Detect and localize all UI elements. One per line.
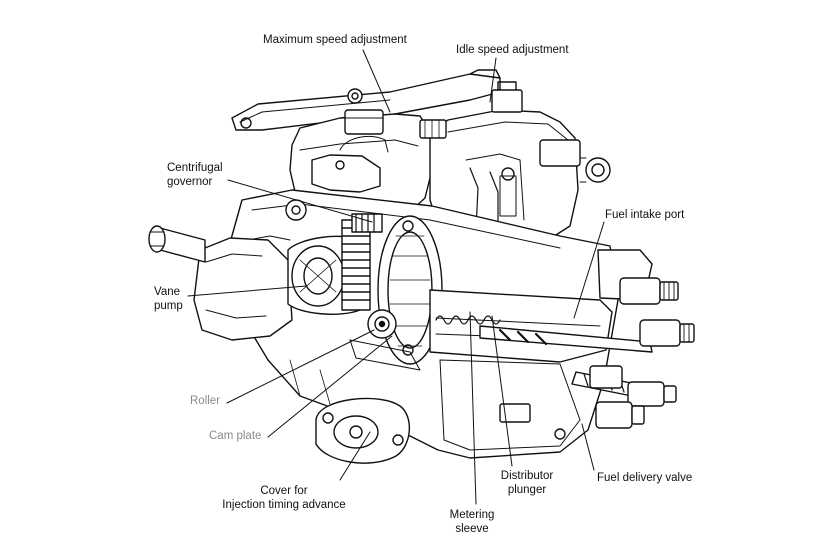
label-fuel-delivery-valve: Fuel delivery valve (597, 472, 693, 484)
leader-lines (187, 49, 605, 505)
label-distributor-plunger: Distributor plunger (490, 469, 564, 497)
label-metering-sleeve: Metering sleeve (440, 508, 504, 536)
label-vane-pump: Vane pump (154, 285, 183, 313)
label-centrifugal-governor: Centrifugal governor (167, 161, 223, 189)
label-cover-line2: Injection timing advance (222, 499, 346, 511)
label-maximum-speed-adjustment: Maximum speed adjustment (263, 34, 407, 46)
label-cover-line1: Cover for (260, 485, 308, 497)
label-distributor-line1: Distributor (500, 470, 554, 482)
label-centrifugal-line1: Centrifugal (167, 162, 223, 174)
drive-shaft (148, 225, 206, 263)
lower-housing-details (289, 359, 581, 451)
right-upper-block (419, 81, 611, 301)
centrifugal-governor-gear (341, 213, 383, 311)
label-distributor-line2: plunger (507, 484, 547, 496)
label-metering-line2: sleeve (455, 523, 489, 535)
governor-housing (289, 109, 433, 211)
label-roller: Roller (190, 395, 221, 407)
fuel-fittings (589, 249, 695, 429)
label-centrifugal-line2: governor (167, 176, 213, 188)
label-metering-line1: Metering (449, 509, 495, 521)
label-timing-advance-cover: Cover for Injection timing advance (212, 484, 356, 512)
label-idle-speed-adjustment: Idle speed adjustment (456, 44, 569, 56)
label-cam-plate: Cam plate (209, 430, 262, 442)
label-vane-line1: Vane (154, 286, 181, 298)
label-vane-line2: pump (154, 300, 183, 312)
fitting-middle (639, 319, 695, 347)
roller-cam (349, 309, 421, 371)
fitting-upper (619, 277, 679, 305)
timing-advance-cover (315, 397, 411, 464)
top-lever-arm (231, 69, 501, 131)
fitting-lower-2 (595, 401, 645, 429)
fitting-lower-1 (627, 381, 677, 407)
label-fuel-intake-port: Fuel intake port (605, 209, 685, 221)
